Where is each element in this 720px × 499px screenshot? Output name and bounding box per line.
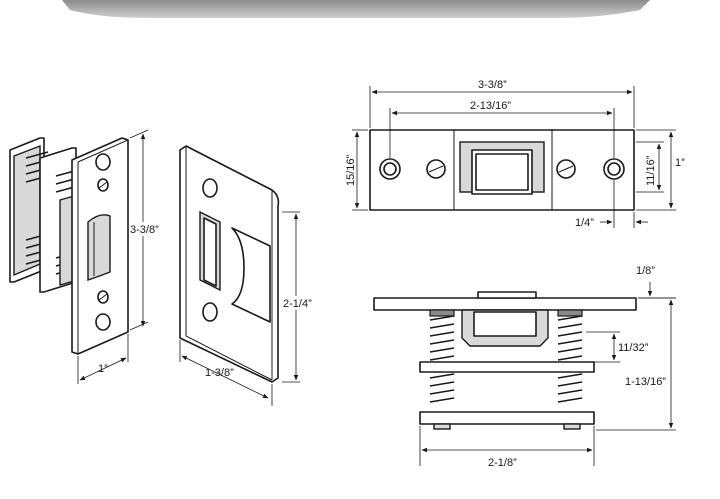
latch-height-label: 3-3/8” xyxy=(130,224,159,236)
strike-width-dimension xyxy=(179,340,273,406)
top-view xyxy=(369,129,635,211)
top-overall-length-label: 3-3/8” xyxy=(478,79,507,91)
strike-height-label: 2-1/4” xyxy=(283,298,312,310)
strike-height-dimension xyxy=(282,211,320,383)
side-body-width-label: 2-1/8” xyxy=(488,457,517,469)
strike-width-label: 1-3/8” xyxy=(205,367,234,379)
latch-width-dimension xyxy=(77,334,129,384)
top-plate-height-label: 15/16” xyxy=(345,154,357,186)
side-depth-label: 1-13/16” xyxy=(625,376,666,388)
top-overall-length-dimension xyxy=(369,86,635,128)
top-hole-spacing-label: 2-13/16” xyxy=(470,100,511,112)
side-plate-thickness-label: 1/8” xyxy=(636,265,655,277)
strike-plate-isometric xyxy=(179,145,280,383)
roller-latch-isometric xyxy=(9,137,129,355)
top-plate-width-dimension xyxy=(636,129,676,211)
top-plate-width-label: 1” xyxy=(675,157,685,169)
side-projection-label: 11/32” xyxy=(618,342,649,354)
top-offset-label: 1/4” xyxy=(575,217,594,229)
top-offset-dimension xyxy=(600,180,648,228)
side-depth-dimension xyxy=(596,297,676,431)
top-bar-fragment xyxy=(62,0,650,18)
top-hole-spacing-dimension xyxy=(389,108,615,158)
side-body-width-dimension xyxy=(419,426,595,466)
latch-height-dimension xyxy=(129,129,168,331)
latch-width-label: 1” xyxy=(98,363,108,375)
side-plate-thickness-dimension xyxy=(638,282,676,299)
top-body-height-dimension xyxy=(636,141,664,193)
top-body-height-label: 11/16” xyxy=(645,155,657,186)
side-view xyxy=(373,291,637,430)
top-plate-height-dimension xyxy=(352,129,368,211)
side-projection-dimension xyxy=(586,331,620,363)
